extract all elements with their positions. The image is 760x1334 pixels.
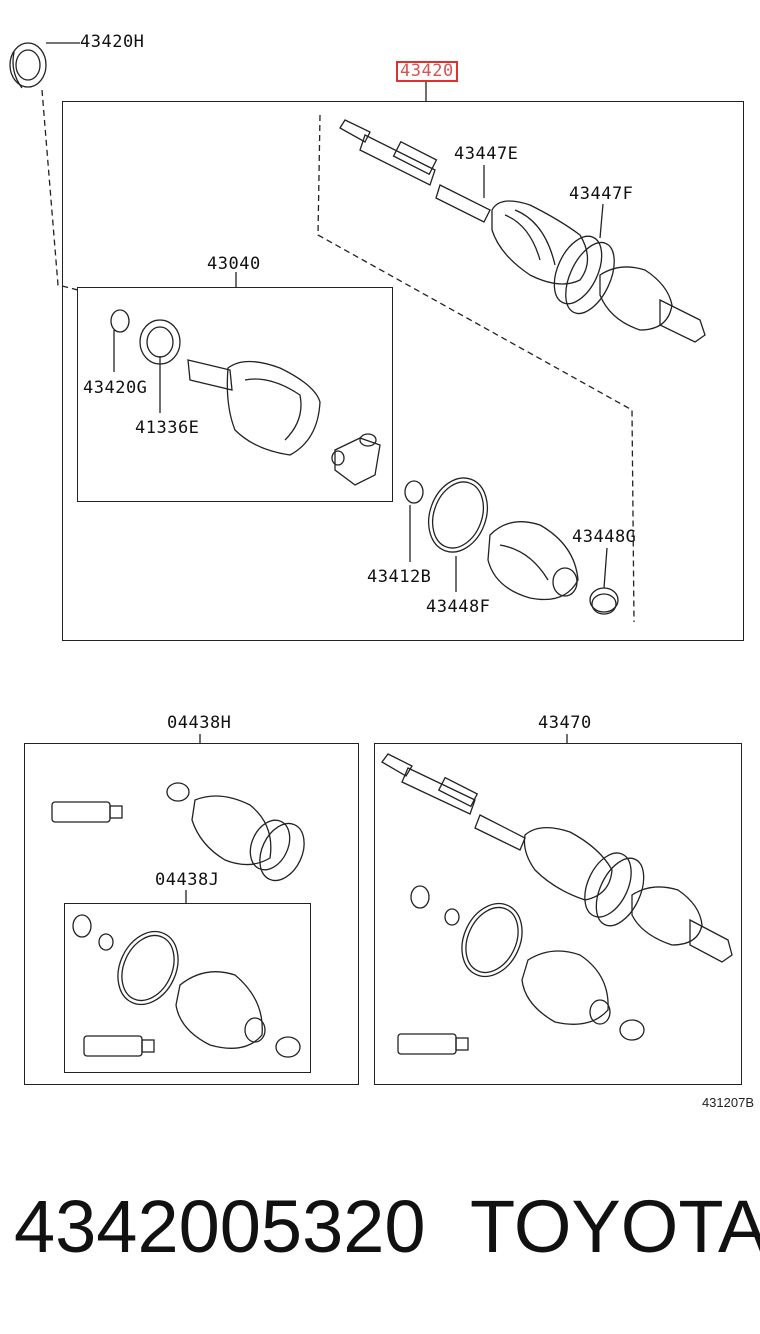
- part-number: 4342005320: [14, 1185, 426, 1268]
- inner-boot-kit-box: [64, 903, 311, 1073]
- label-43420-highlighted[interactable]: 43420: [396, 61, 458, 82]
- label-43447F: 43447F: [569, 184, 634, 204]
- inboard-joint-box: [77, 287, 393, 502]
- label-43470: 43470: [538, 713, 592, 733]
- main-assembly-box: [62, 101, 744, 641]
- label-43447E: 43447E: [454, 144, 519, 164]
- boot-kit-box: [24, 743, 359, 1085]
- label-04438H: 04438H: [167, 713, 232, 733]
- label-43412B: 43412B: [367, 567, 432, 587]
- label-04438J: 04438J: [155, 870, 220, 890]
- label-43448G: 43448G: [572, 527, 637, 547]
- label-41336E: 41336E: [135, 418, 200, 438]
- brand-name: TOYOTA: [470, 1185, 760, 1268]
- label-43040: 43040: [207, 254, 261, 274]
- label-43448F: 43448F: [426, 597, 491, 617]
- shaft-assembly-box: [374, 743, 742, 1085]
- label-43420H: 43420H: [80, 32, 145, 52]
- diagram-code: 431207B: [701, 1095, 754, 1110]
- label-43420G: 43420G: [83, 378, 148, 398]
